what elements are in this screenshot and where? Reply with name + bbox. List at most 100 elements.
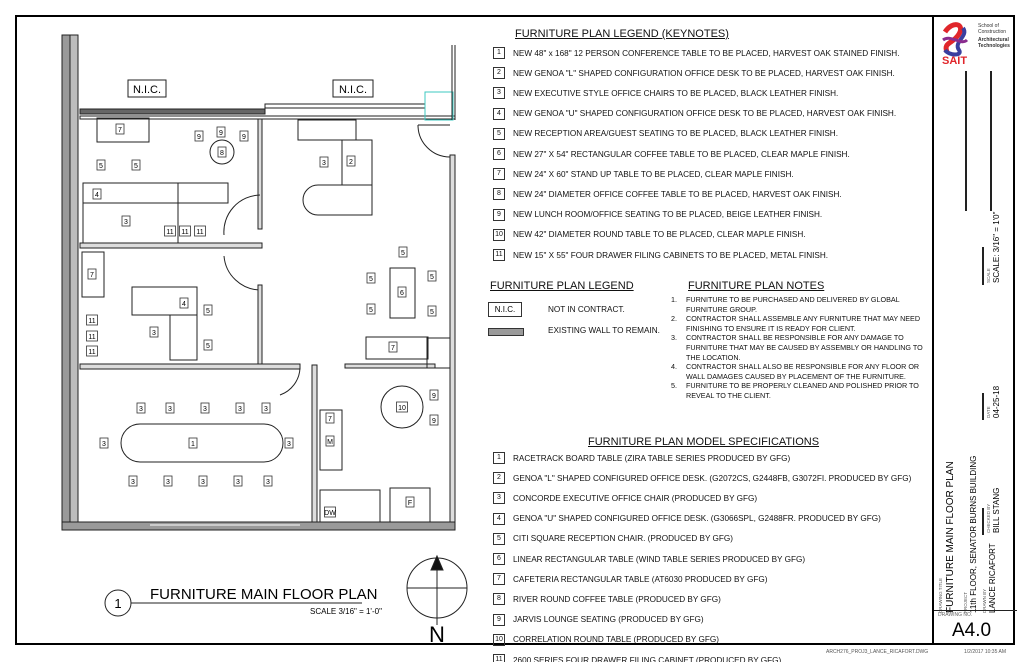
tag-number: 7 bbox=[493, 573, 505, 586]
legend-nic-text: NOT IN CONTRACT. bbox=[548, 305, 625, 314]
scale: SCALE: 3/16" = 1'0" bbox=[992, 211, 1001, 283]
note-item: 4.CONTRACTOR SHALL ALSO BE RESPONSIBLE F… bbox=[671, 362, 926, 381]
keynote-tag-box bbox=[398, 246, 408, 258]
keynote-tag: 5 bbox=[134, 163, 138, 170]
keynote-tag: 3 bbox=[139, 406, 143, 413]
legend-wall-text: EXISTING WALL TO REMAIN. bbox=[548, 326, 660, 335]
keynote-tag: 11 bbox=[88, 318, 95, 325]
keynote-tag-box bbox=[233, 475, 243, 487]
tag-number: 8 bbox=[493, 593, 505, 606]
keynote-tag: 7 bbox=[118, 127, 122, 134]
item-text: CORRELATION ROUND TABLE (PRODUCED BY GFG… bbox=[513, 635, 719, 645]
keynote-tag: 1 bbox=[191, 441, 195, 448]
keynote-tag-box bbox=[92, 188, 102, 200]
keynote-tag: 9 bbox=[432, 393, 436, 400]
keynote-tag: 9 bbox=[219, 130, 223, 137]
keynote-tag: 11 bbox=[166, 229, 173, 236]
keynote-tag: 3 bbox=[201, 479, 205, 486]
plan-number: 1 bbox=[114, 596, 121, 611]
keynote-tag-box bbox=[284, 437, 294, 449]
keynote-tag-box bbox=[325, 412, 335, 424]
nic-tag-left bbox=[127, 79, 167, 98]
keynote-tag: 3 bbox=[152, 330, 156, 337]
item-text: NEW 24" DIAMETER OFFICE COFFEE TABLE TO … bbox=[513, 189, 842, 199]
keynote-tag-box bbox=[427, 270, 437, 282]
item-text: NEW LUNCH ROOM/OFFICE SEATING TO BE PLAC… bbox=[513, 210, 823, 220]
note-number: 4. bbox=[671, 362, 677, 372]
keynote-tag-box bbox=[136, 402, 146, 414]
keynote-tag-box bbox=[366, 303, 376, 315]
keynote-tag: 3 bbox=[168, 406, 172, 413]
keynote-tag: 3 bbox=[322, 160, 326, 167]
keynote-tag-box bbox=[86, 345, 98, 357]
tag-number: 5 bbox=[493, 127, 505, 140]
keynote-tag-box bbox=[200, 402, 210, 414]
keynote-tag-box bbox=[188, 437, 198, 449]
keynote-tag-box bbox=[325, 435, 335, 447]
keynote-tag: 11 bbox=[196, 229, 203, 236]
keynote-tag: DW bbox=[324, 510, 336, 517]
keynote-tag-box bbox=[429, 389, 439, 401]
keynote-tag: 5 bbox=[369, 307, 373, 314]
date: 04-25-18 bbox=[992, 385, 1001, 418]
keynote-tag-box bbox=[427, 305, 437, 317]
nic-label-right: N.I.C. bbox=[339, 84, 367, 96]
keynote-tag: 5 bbox=[206, 343, 210, 350]
note-number: 2. bbox=[671, 314, 677, 324]
keynote-tag-box bbox=[397, 286, 407, 298]
item-text: NEW GENOA "L" SHAPED CONFIGURATION OFFIC… bbox=[513, 68, 895, 78]
scale-label: SCALE bbox=[986, 268, 991, 283]
keynote-tag: 3 bbox=[124, 219, 128, 226]
keynote-tag-box bbox=[86, 330, 98, 342]
keynote-tag: 3 bbox=[238, 406, 242, 413]
item-text: GENOA "L" SHAPED CONFIGURED OFFICE DESK.… bbox=[513, 473, 912, 483]
dept-name: Architectural Technologies bbox=[978, 37, 1010, 49]
keynote-tag: M bbox=[327, 439, 333, 446]
tag-number: 11 bbox=[493, 654, 505, 662]
keynote-tag: 7 bbox=[391, 345, 395, 352]
keynote-tag: 3 bbox=[266, 479, 270, 486]
tag-number: 5 bbox=[493, 532, 505, 545]
tag-number: 3 bbox=[493, 492, 505, 505]
keynote-tag: 5 bbox=[430, 274, 434, 281]
item-text: NEW RECEPTION AREA/GUEST SEATING TO BE P… bbox=[513, 129, 838, 139]
note-text: FURNITURE TO BE PURCHASED AND DELIVERED … bbox=[686, 295, 900, 314]
tag-number: 3 bbox=[493, 87, 505, 100]
keynote-tag-box bbox=[217, 146, 227, 158]
notes-list: 1.FURNITURE TO BE PURCHASED AND DELIVERE… bbox=[671, 295, 926, 401]
keynote-tag: 7 bbox=[328, 416, 332, 423]
item-text: NEW 27" X 54" RECTANGULAR COFFEE TABLE T… bbox=[513, 149, 850, 159]
keynote-tag-box bbox=[179, 297, 189, 309]
keynotes-title: FURNITURE PLAN LEGEND (KEYNOTES) bbox=[515, 28, 729, 40]
keynote-tag-box bbox=[165, 402, 175, 414]
checked-by: BILL STANG bbox=[992, 487, 1001, 533]
keynote-tag: 2 bbox=[349, 159, 353, 166]
legend-wall-swatch bbox=[488, 328, 524, 336]
keynote-tag-box bbox=[203, 304, 213, 316]
note-text: FURNITURE TO BE PROPERLY CLEANED AND POL… bbox=[686, 381, 919, 400]
keynote-tag: 3 bbox=[264, 406, 268, 413]
item-text: NEW 24" X 60" STAND UP TABLE TO BE PLACE… bbox=[513, 169, 794, 179]
keynote-tag: 9 bbox=[197, 134, 201, 141]
keynotes-item: 8 NEW 24" DIAMETER OFFICE COFFEE TABLE TO… bbox=[493, 188, 842, 201]
keynote-tag-box bbox=[346, 155, 356, 167]
note-item: 5.FURNITURE TO BE PROPERLY CLEANED AND P… bbox=[671, 381, 926, 400]
item-text: GENOA "U" SHAPED CONFIGURED OFFICE DESK.… bbox=[513, 514, 881, 524]
keynote-tag: 5 bbox=[430, 309, 434, 316]
item-text: NEW 15" X 55" FOUR DRAWER FILING CABINET… bbox=[513, 250, 829, 260]
tag-number: 8 bbox=[493, 188, 505, 201]
door-highlight bbox=[424, 91, 454, 121]
file-name: ARCH276_PROJ3_LANCE_RICAFORT.DWG bbox=[826, 649, 929, 655]
sheet-border bbox=[15, 15, 1015, 645]
keynote-tag-box bbox=[198, 475, 208, 487]
school-name: School of Construction bbox=[978, 23, 1007, 35]
